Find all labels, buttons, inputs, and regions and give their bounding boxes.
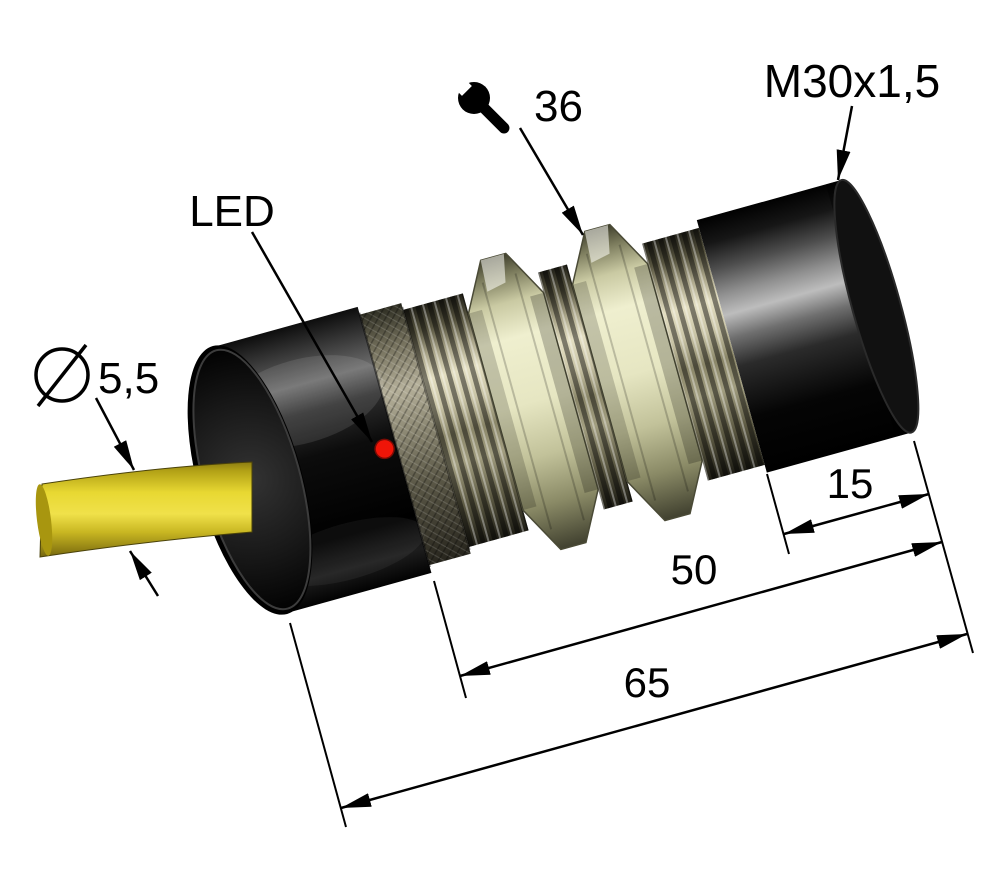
wrench-jaw-notch [445,69,472,96]
hex-nut-1 [467,252,599,551]
wrench-leader-line [518,127,585,236]
total-length-label: 65 [624,659,671,706]
cable-diameter-leader-bottom [128,550,160,597]
hex-nut-1-right-facet [530,292,599,494]
knurl-texture [359,303,471,566]
dim-line-total-length [340,632,968,810]
hex-nut-2-facet-line-a [585,253,657,501]
dimension-lines [289,440,974,828]
hex-nut-2 [571,223,703,522]
measure-lines [340,492,968,810]
hex-nut-1-glint [480,253,506,292]
led-leader-line [250,231,374,443]
hex-nut-2-facet-line-b [618,244,689,492]
diameter-symbol-icon [34,343,90,408]
thread-sections [403,227,765,547]
hex-nut-2-left-facet [572,280,641,482]
leader-lines [94,105,854,597]
cable-diameter-leader-top [94,397,136,471]
rear-housing [696,178,920,473]
diameter-slash [36,343,88,408]
led-indicator [374,438,395,460]
extension-line-rear-end [913,440,974,654]
thread-ridges-middle [538,264,633,510]
rear-length-label: 15 [827,460,874,507]
wrench-icon [445,69,510,134]
thread-length-label: 50 [671,546,718,593]
wrench-size-label: 36 [534,82,583,131]
cable [35,461,253,558]
rear-end-face [833,178,920,434]
cap-edge [358,312,431,568]
knurl-edge [401,306,471,551]
front-cap [187,306,432,615]
hex-nut-1-facet-line-a [481,282,553,530]
extension-line-thread-start [433,580,467,699]
knurled-ring [359,303,471,566]
thread-ridges-front [403,293,529,547]
thread-spec-label: M30x1,5 [764,55,940,107]
extension-line-rear-start [766,473,790,555]
extension-line-front-face [289,622,347,828]
cable-cut-end [35,484,53,556]
sensor-body [187,178,920,615]
diameter-circle [34,347,90,403]
hex-nut-2-body [571,223,703,522]
cable-diameter-label: 5,5 [98,354,159,403]
hex-nut-1-facet-line-b [514,273,585,521]
thread-spec-leader-line [836,105,854,181]
cable-sheath [39,461,253,558]
thread-ridges-rear [642,227,765,481]
dim-line-rear-length [783,492,930,536]
hex-nut-1-left-facet [468,309,537,511]
led-label: LED [189,187,275,236]
hex-nut-2-right-facet [634,263,703,465]
hex-nut-2-glint [584,225,610,263]
